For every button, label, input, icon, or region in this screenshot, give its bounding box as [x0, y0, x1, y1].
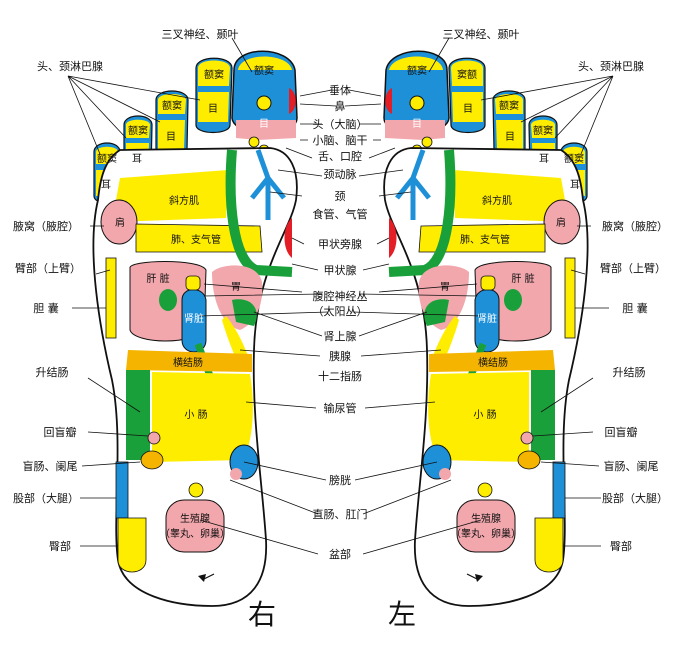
ileocecal-label: 回盲瓣: [605, 425, 638, 439]
eye-label: 目: [505, 132, 515, 143]
gallbladder-label: 胆 囊: [622, 301, 648, 315]
pelvis-label: 盆部: [329, 547, 351, 561]
lymph-label-left: 头、颈淋巴腺: [578, 59, 644, 73]
trapezius-label: 斜方肌: [482, 194, 512, 207]
eye-label-big: 目: [412, 119, 422, 130]
ascending-colon-label: 升结肠: [613, 366, 646, 379]
eye-label-big: 目: [259, 119, 269, 130]
trigeminal-label-left: 三叉神经、颞叶: [443, 27, 520, 41]
liver-label: 肝 脏: [511, 272, 534, 285]
kidney-label: 肾脏: [477, 312, 497, 325]
buttock-label: 臀部: [610, 539, 632, 553]
cecum-label: 盲肠、阑尾: [23, 459, 78, 473]
zone-labels-left: 额窦 目 窦额 目 额窦 目 额窦 耳 额窦 耳 斜方肌 肩 肺、支气管 肝 脏…: [407, 64, 584, 540]
adrenal-label: 肾上腺: [324, 329, 357, 343]
rectum-label: 直肠、肛门: [313, 507, 368, 521]
tongue-label: 舌、口腔: [318, 149, 362, 163]
sinus-label: 额窦: [162, 99, 182, 112]
sinus-label: 额窦: [128, 124, 148, 137]
gallbladder-label: 胆 囊: [33, 301, 59, 315]
liver-label: 肝 脏: [146, 272, 169, 285]
sinus-label: 额窦: [533, 124, 553, 137]
gonad-label: 生殖腺: [471, 512, 501, 525]
lymph-label-right: 头、颈淋巴腺: [37, 59, 103, 73]
zone-labels-right: 额窦 目 额窦 目 额窦 目 额窦 耳 额窦 耳 斜方肌 肩 肺、支气管 肝 脏…: [97, 64, 274, 540]
side-labels-right: 腋窝（腋腔） 臂部（上臂） 胆 囊 升结肠 回盲瓣 盲肠、阑尾 股部（大腿） 臀…: [13, 219, 81, 553]
small-intestine-label: 小 肠: [473, 409, 496, 421]
sinus-label: 额窦: [407, 64, 427, 77]
bladder-label: 膀胱: [329, 473, 351, 487]
celiac-label: 腹腔神经丛: [313, 289, 368, 303]
shoulder-label: 肩: [556, 216, 566, 229]
gonad-sub-label: （睾丸、卵巢）: [451, 527, 521, 540]
sinus-label: 额窦: [204, 68, 224, 81]
parathyroid-label: 甲状旁腺: [318, 237, 362, 251]
buttock-label: 臀部: [49, 539, 71, 553]
armpit-label: 腋窝（腋腔）: [602, 219, 668, 233]
neck-label: 颈: [335, 190, 346, 203]
ear-label: 耳: [132, 153, 142, 165]
head-brain-label: 头（大脑）: [313, 117, 368, 131]
armpit-label: 腋窝（腋腔）: [13, 219, 79, 233]
right-foot-caption: 右: [248, 598, 276, 631]
esophagus-label: 食管、气管: [313, 207, 368, 221]
side-labels-left: 腋窝（腋腔） 臂部（上臂） 胆 囊 升结肠 回盲瓣 盲肠、阑尾 股部（大腿） 臀…: [600, 219, 668, 553]
celiac-sub-label: （太阳丛）: [313, 305, 368, 318]
duodenum-label: 十二指肠: [318, 369, 362, 383]
center-labels: 垂体 鼻 头（大脑） 小脑、脑干 舌、口腔 颈动脉 颈 食管、气管 甲状旁腺 甲…: [313, 83, 368, 561]
sinus-label: 额窦: [499, 99, 519, 112]
thyroid-label: 甲状腺: [324, 263, 357, 277]
ileocecal-label: 回盲瓣: [44, 425, 77, 439]
ureter-label: 输尿管: [324, 401, 357, 415]
left-foot-caption: 左: [388, 598, 416, 631]
gonad-sub-label: （睾丸、卵巢）: [160, 527, 230, 540]
kidney-label: 肾脏: [184, 312, 204, 325]
stomach-label: 胃: [440, 281, 450, 293]
ear-label: 耳: [539, 153, 549, 165]
eye-label: 目: [166, 132, 176, 143]
leader-lines: [67, 37, 614, 555]
transverse-colon-label: 横结肠: [478, 356, 508, 369]
cerebellum-label: 小脑、脑干: [313, 134, 368, 147]
upper-arm-label: 臂部（上臂）: [15, 261, 81, 275]
trapezius-label: 斜方肌: [169, 194, 199, 207]
pituitary-label: 垂体: [329, 83, 351, 97]
sinus-label: 额窦: [97, 152, 117, 165]
cecum-label: 盲肠、阑尾: [604, 459, 659, 473]
carotid-label: 颈动脉: [324, 167, 357, 181]
sinus-label: 窦额: [457, 68, 477, 81]
sinus-label: 额窦: [564, 152, 584, 165]
sinus-label: 额窦: [254, 64, 274, 77]
thigh-label: 股部（大腿）: [13, 491, 79, 505]
eye-label: 目: [208, 104, 218, 115]
nose-label: 鼻: [335, 99, 346, 113]
stomach-label: 胃: [231, 281, 241, 293]
ear-label: 耳: [101, 179, 111, 191]
thigh-label: 股部（大腿）: [602, 491, 668, 505]
eye-label: 目: [463, 104, 473, 115]
ear-label: 耳: [570, 179, 580, 191]
lung-label: 肺、支气管: [171, 233, 221, 246]
lung-label: 肺、支气管: [460, 233, 510, 246]
transverse-colon-label: 横结肠: [173, 356, 203, 369]
pancreas-label: 胰腺: [329, 349, 351, 363]
trigeminal-label-right: 三叉神经、颞叶: [162, 27, 239, 41]
ascending-colon-label: 升结肠: [36, 366, 69, 379]
small-intestine-label: 小 肠: [184, 409, 207, 421]
shoulder-label: 肩: [115, 216, 125, 229]
upper-arm-label: 臂部（上臂）: [600, 261, 666, 275]
gonad-label: 生殖腺: [180, 512, 210, 525]
